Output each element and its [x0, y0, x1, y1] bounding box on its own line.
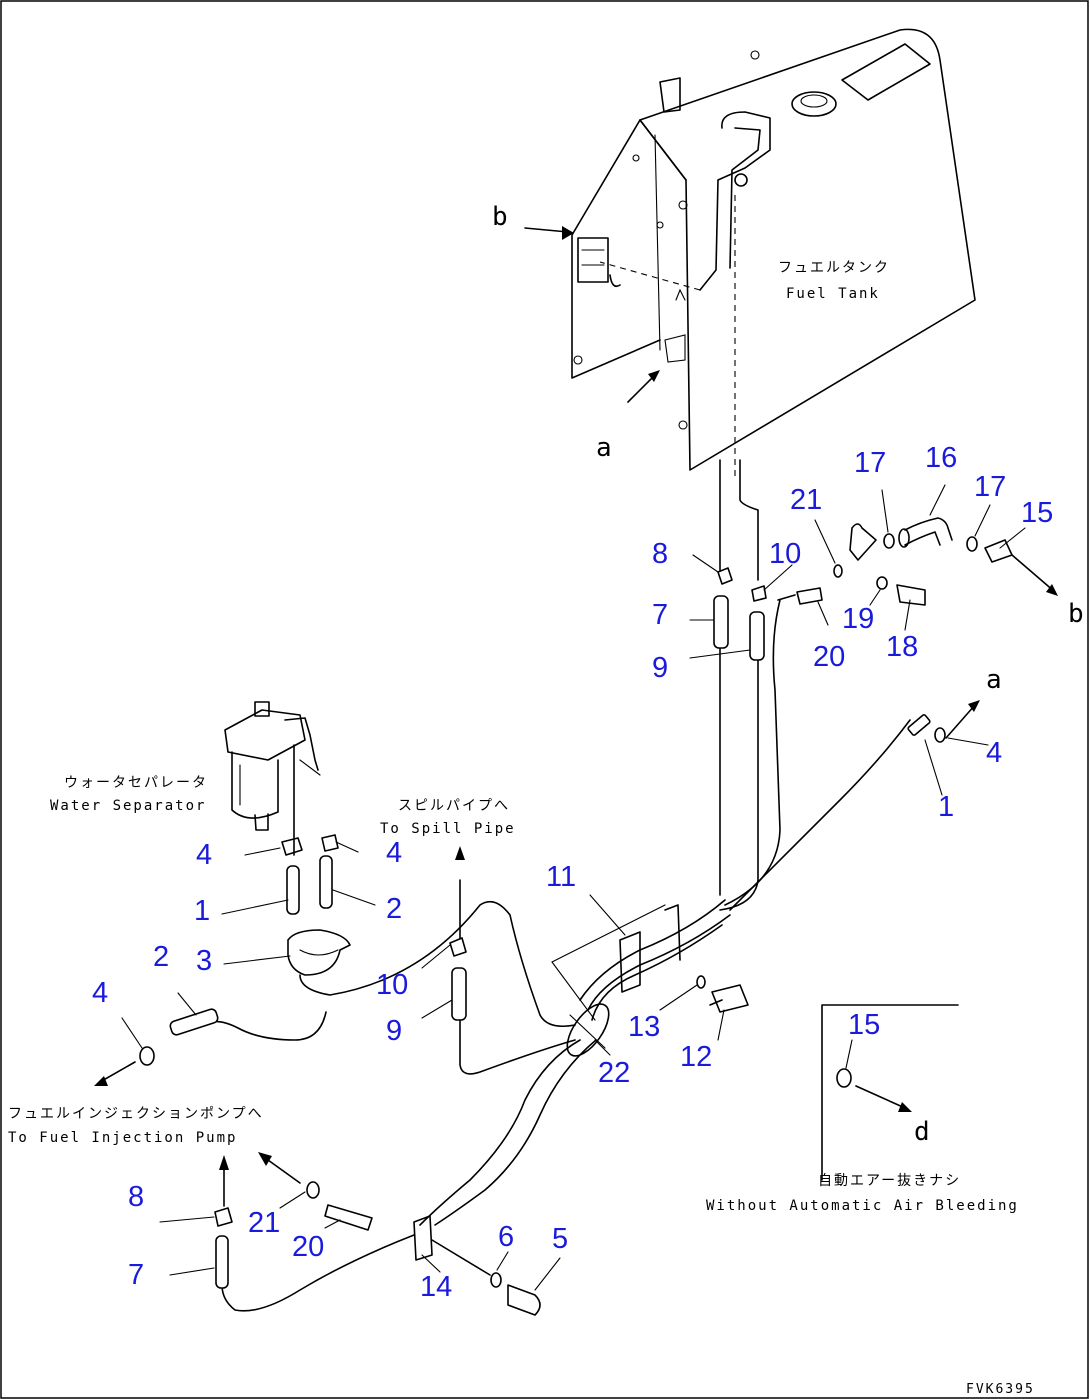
callout-3: 3: [196, 945, 212, 977]
without-air-bleeding-label-en: Without Automatic Air Bleeding: [706, 1198, 1019, 1214]
callout-1-right: 1: [938, 791, 954, 823]
spill-pipe-label-jp: スピルパイプへ: [398, 798, 510, 814]
flow-letter-a-right: a: [986, 665, 1002, 695]
fuel-tank: [571, 28, 976, 480]
drawing-code: FVK6395: [966, 1382, 1035, 1397]
callout-22: 22: [598, 1057, 630, 1089]
callout-6: 6: [498, 1221, 514, 1253]
callout-4-separator-right: 4: [386, 837, 402, 869]
callout-8-top: 8: [652, 538, 668, 570]
clamp-assembly: [551, 904, 749, 1057]
fuel-tank-label-en: Fuel Tank: [786, 286, 880, 302]
callout-21-top: 21: [790, 484, 822, 516]
callout-15-top: 15: [1021, 497, 1053, 529]
callout-13: 13: [628, 1011, 660, 1043]
callout-12: 12: [680, 1041, 712, 1073]
flow-letter-b-right: b: [1068, 599, 1084, 629]
callout-17-right: 17: [974, 471, 1006, 503]
callout-4-lower: 4: [92, 977, 108, 1009]
annotation-labels: フュエルタンク Fuel Tank ウォータセパレータ Water Separa…: [8, 260, 1035, 1397]
callout-7-lower: 7: [128, 1259, 144, 1291]
callout-9-lower: 9: [386, 1015, 402, 1047]
callout-7-top: 7: [652, 599, 668, 631]
callout-11: 11: [546, 861, 576, 893]
callout-2-lower: 2: [153, 941, 169, 973]
upper-hoses: [713, 567, 767, 661]
flow-letter-d: d: [914, 1117, 930, 1147]
flow-letter-b-top: b: [492, 202, 508, 232]
callout-15-inset: 15: [848, 1009, 880, 1041]
callout-4-separator-left: 4: [196, 839, 212, 871]
callout-9-top: 9: [652, 652, 668, 684]
injection-pump-label-en: To Fuel Injection Pump: [8, 1130, 237, 1146]
fuel-tank-label-jp: フュエルタンク: [778, 260, 890, 276]
breather-fittings: [796, 517, 1058, 606]
water-separator-label-en: Water Separator: [50, 798, 206, 814]
leader-lines: [121, 484, 1026, 1291]
spill-pipe-label-en: To Spill Pipe: [380, 821, 516, 837]
callout-1-separator: 1: [194, 895, 210, 927]
callout-8-lower: 8: [128, 1181, 144, 1213]
callout-16: 16: [925, 442, 957, 474]
flow-arrows: [524, 226, 980, 743]
callout-10-top: 10: [769, 538, 801, 570]
bottom-piping: [214, 1039, 597, 1316]
callout-10-lower: 10: [376, 969, 408, 1001]
injection-pump-label-jp: フュエルインジェクションポンプへ: [8, 1106, 264, 1122]
water-separator: [224, 701, 351, 976]
inset-air-bleeding: [821, 1004, 959, 1181]
callout-14: 14: [420, 1271, 452, 1303]
callout-4-right: 4: [986, 737, 1002, 769]
callout-2-separator: 2: [386, 893, 402, 925]
water-separator-label-jp: ウォータセパレータ: [64, 775, 208, 791]
flow-letters: b a b a d: [492, 202, 1084, 1147]
callout-19: 19: [842, 603, 874, 635]
flow-letter-a-tank: a: [596, 433, 612, 463]
callout-5: 5: [552, 1223, 568, 1255]
callout-18: 18: [886, 631, 918, 663]
callout-20-top: 20: [813, 641, 845, 673]
callout-20-lower: 20: [292, 1231, 324, 1263]
lower-piping: [94, 846, 576, 1086]
without-air-bleeding-label-jp: 自動エアー抜きナシ: [818, 1173, 961, 1189]
callout-17-left: 17: [854, 447, 886, 479]
part-callouts: 17 16 17 15 21 8 10 7 9 19 18 20 4 1 4 4…: [92, 442, 1053, 1303]
callout-21-lower: 21: [248, 1207, 280, 1239]
